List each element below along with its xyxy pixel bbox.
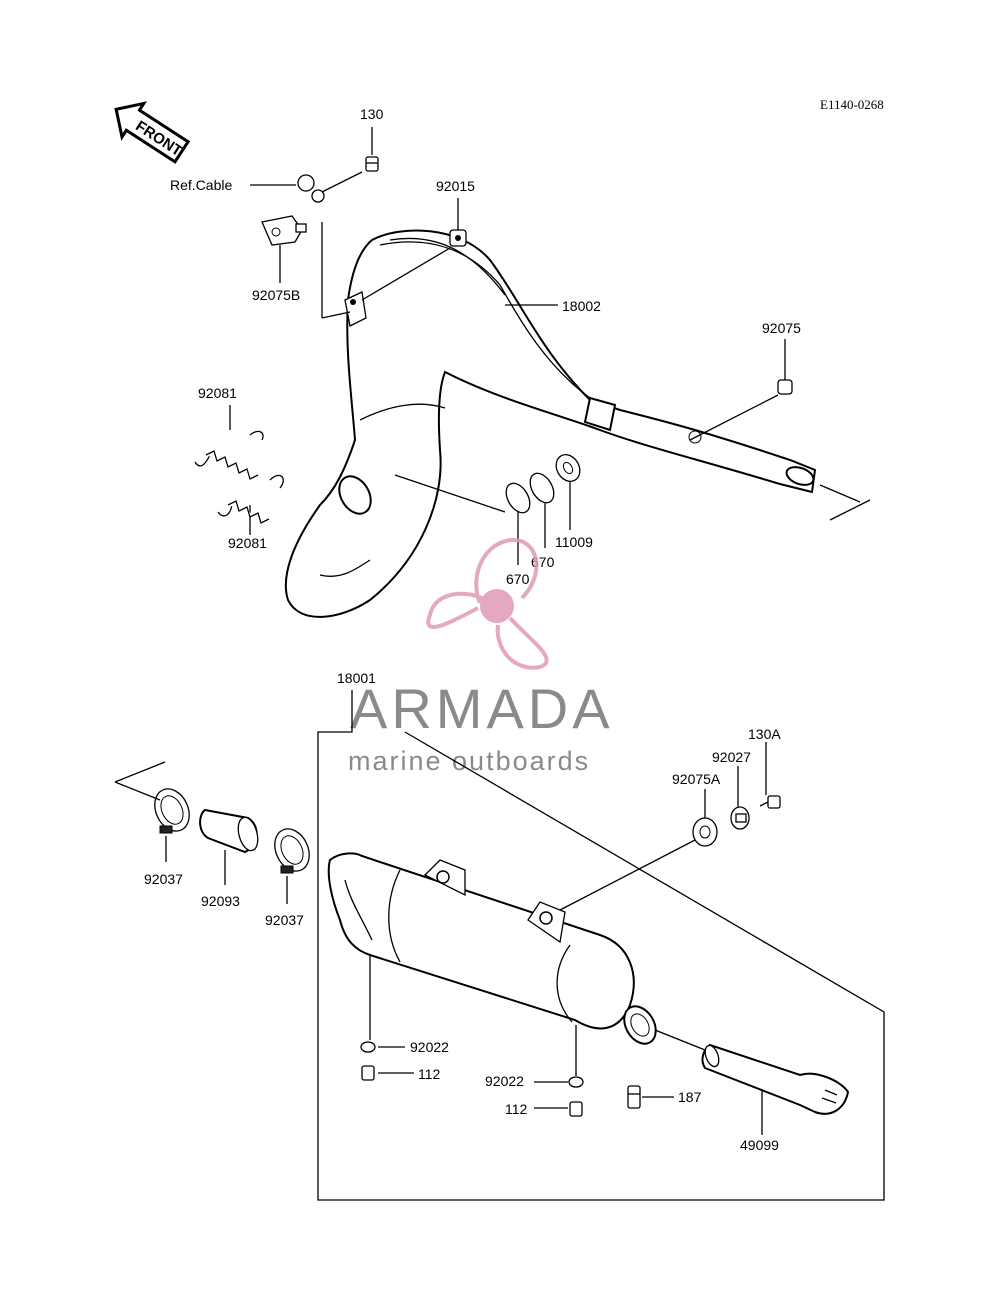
damper-92075 [777,379,793,395]
clamp-92037-left [154,788,190,834]
label-112-right: 112 [505,1101,528,1117]
washer-92022-left [360,1041,376,1053]
bolt-130 [365,156,379,172]
cable-guide-ring [297,174,325,203]
label-130A: 130A [748,726,781,742]
damper-92015 [449,229,467,247]
bolt-130A [759,795,781,809]
bracket-92075B [261,215,307,246]
armada-propeller-logo-icon [426,537,549,670]
front-arrow-icon: FRONT [114,101,191,164]
o-ring-670-a [505,482,531,514]
label-92081-bottom: 92081 [228,535,267,551]
label-ref-cable: Ref.Cable [170,177,232,193]
collar-92027 [730,806,750,830]
bolt-112-left [361,1065,375,1081]
label-92075B: 92075B [252,287,300,303]
expansion-chamber-18002 [284,229,817,618]
joint-tube-92093 [199,808,259,854]
clamp-92037-right [274,828,310,874]
label-92075A: 92075A [672,771,721,787]
damper-92075A [692,817,718,847]
label-92022-left: 92022 [410,1039,449,1055]
label-92081-top: 92081 [198,385,237,401]
label-11009: 11009 [555,534,593,550]
label-92037-right: 92037 [265,912,304,928]
silencer-frame-18001 [317,690,885,1201]
silencer-body [327,852,657,1045]
label-18002: 18002 [562,298,601,314]
label-670-b: 670 [506,571,530,587]
label-49099: 49099 [740,1137,779,1153]
spring-92081-top [194,430,264,480]
bolt-112-right [569,1101,583,1117]
label-130: 130 [360,106,384,122]
label-112-left: 112 [418,1066,441,1082]
watermark-subtitle: marine outboards [348,746,590,776]
label-92027: 92027 [712,749,751,765]
label-92015: 92015 [436,178,475,194]
label-92037-left: 92037 [144,871,183,887]
bolt-187 [627,1085,641,1109]
watermark-title: ARMADA [350,677,614,740]
label-18001: 18001 [337,670,376,686]
bottom-leader-lines [114,742,767,1135]
o-ring-670-b [529,472,555,504]
spring-92081-bottom [217,474,284,524]
top-leader-lines [229,127,871,565]
label-92093: 92093 [201,893,240,909]
label-92075: 92075 [762,320,801,336]
washer-92022-right [568,1076,584,1088]
tail-pipe-49099 [701,1043,850,1115]
label-92022-right: 92022 [485,1073,524,1089]
gasket-11009 [555,454,581,482]
diagram-code: E1140-0268 [820,97,884,112]
label-187: 187 [678,1089,702,1105]
